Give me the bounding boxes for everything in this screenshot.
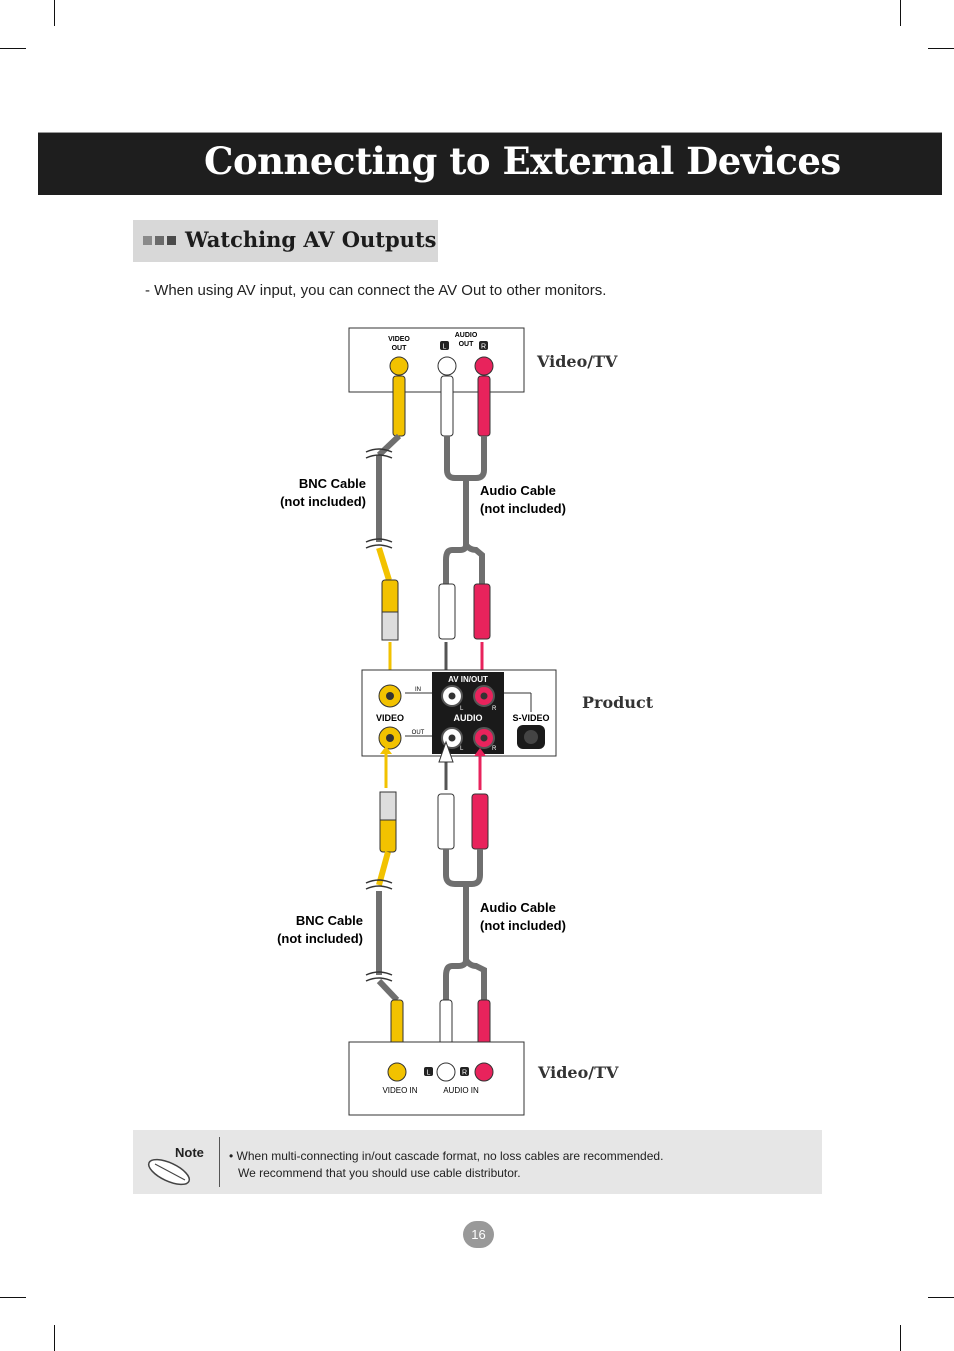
page-number: 16 — [463, 1221, 494, 1248]
crop-mark — [54, 1325, 55, 1351]
top-audio-r-plug — [477, 375, 491, 437]
upper-bnc-cable-wire — [376, 547, 392, 581]
right-badge — [479, 341, 488, 350]
bottom-audio-port-label: AUDIO IN — [443, 1086, 479, 1095]
right-badge: R — [492, 706, 497, 712]
top-video-port-label: VIDEO — [388, 336, 410, 343]
product-audio-label: AUDIO — [454, 713, 483, 723]
bottom-device-label: Video/TV — [537, 1063, 619, 1082]
cable-break-mark — [365, 971, 393, 982]
upper-audio-cable-label: Audio Cable — [480, 483, 556, 498]
top-audio-port-label: OUT — [459, 341, 475, 348]
note-divider — [219, 1137, 220, 1187]
top-audio-l-jack — [437, 356, 457, 376]
note-icon: Note — [147, 1145, 204, 1186]
upper-audio-cable-wire — [443, 478, 485, 584]
product-out-label: OUT — [412, 730, 425, 736]
left-badge: L — [460, 746, 464, 752]
top-video-port-label: OUT — [392, 345, 408, 352]
intro-text: - When using AV input, you can connect t… — [145, 282, 607, 299]
section-header: Watching AV Outputs — [133, 220, 438, 262]
top-device-panel — [348, 327, 525, 393]
crop-mark — [928, 48, 954, 49]
upper-bnc-cable-wire — [376, 433, 402, 458]
audio-l-out-arrow-head — [438, 740, 454, 763]
product-label: Product — [582, 693, 654, 712]
crop-mark — [0, 48, 26, 49]
crop-mark — [900, 1325, 901, 1351]
crop-mark — [900, 0, 901, 26]
svg-text:L: L — [427, 1070, 431, 1077]
section-title: Watching AV Outputs — [185, 227, 437, 252]
product-in-label: IN — [415, 687, 421, 693]
product-svideo-label: S-VIDEO — [512, 713, 549, 723]
top-video-out-jack — [389, 356, 409, 376]
bottom-device-panel — [348, 1041, 525, 1116]
upper-audio-cable-wire — [444, 436, 487, 481]
left-badge: L — [460, 706, 464, 712]
right-badge: R — [492, 746, 497, 752]
bottom-video-in-jack — [387, 1062, 407, 1082]
audio-r-out-arrow-head — [474, 748, 486, 756]
top-bnc-plug — [392, 375, 406, 437]
lower-audio-cable-wire — [443, 849, 483, 887]
left-badge — [424, 1067, 433, 1076]
crop-mark — [0, 1297, 26, 1298]
lower-bnc-cable-label: BNC Cable — [296, 913, 363, 928]
cable-break-mark — [365, 448, 393, 459]
top-audio-r-jack — [474, 356, 494, 376]
svg-text:R: R — [462, 1070, 467, 1077]
bottom-audio-r-jack — [474, 1062, 494, 1082]
lower-audio-r-plug — [471, 793, 489, 850]
svg-text:R: R — [481, 344, 486, 351]
product-panel-title: AV IN/OUT — [448, 675, 488, 684]
cable-break-mark — [365, 538, 393, 549]
upper-bnc-cable-label: BNC Cable — [299, 476, 366, 491]
upper-bnc-connector-tip — [381, 611, 399, 641]
bullet-square-icon — [155, 236, 164, 245]
cable-break-mark — [365, 879, 393, 890]
top-audio-port-label: AUDIO — [455, 332, 478, 339]
svg-text:L: L — [443, 344, 447, 351]
top-device-label: Video/TV — [536, 352, 618, 371]
upper-bnc-cable-label: (not included) — [280, 494, 366, 509]
right-badge — [460, 1067, 469, 1076]
bullet-square-icon — [167, 236, 176, 245]
left-badge — [440, 341, 449, 350]
lower-audio-cable-label: Audio Cable — [480, 900, 556, 915]
product-video-label: VIDEO — [376, 713, 404, 723]
title-bar: Connecting to External Devices — [38, 132, 942, 195]
note-text-line: We recommend that you should use cable d… — [238, 1166, 521, 1180]
lower-audio-l-plug — [437, 793, 455, 850]
lower-audio-cable-label: (not included) — [480, 918, 566, 933]
crop-mark — [54, 0, 55, 26]
video-out-arrow-head — [380, 746, 392, 754]
lower-audio-cable-wire — [443, 884, 487, 1000]
top-audio-l-plug — [440, 375, 454, 437]
upper-audio-r-plug — [473, 583, 491, 640]
page-title: Connecting to External Devices — [204, 139, 841, 183]
lower-bnc-cable-label: (not included) — [277, 931, 363, 946]
lower-bnc-cable-wire — [376, 978, 400, 1003]
upper-audio-l-plug — [438, 583, 456, 640]
bottom-audio-l-jack — [436, 1062, 456, 1082]
upper-audio-cable-label: (not included) — [480, 501, 566, 516]
bottom-video-port-label: VIDEO IN — [382, 1086, 417, 1095]
note-icon-label: Note — [175, 1145, 204, 1160]
note-text-line: • When multi-connecting in/out cascade f… — [229, 1149, 664, 1163]
bullet-square-icon — [143, 236, 152, 245]
lower-bnc-connector-tip — [379, 791, 397, 821]
crop-mark — [928, 1297, 954, 1298]
note-box: Note • When multi-connecting in/out casc… — [133, 1130, 822, 1194]
